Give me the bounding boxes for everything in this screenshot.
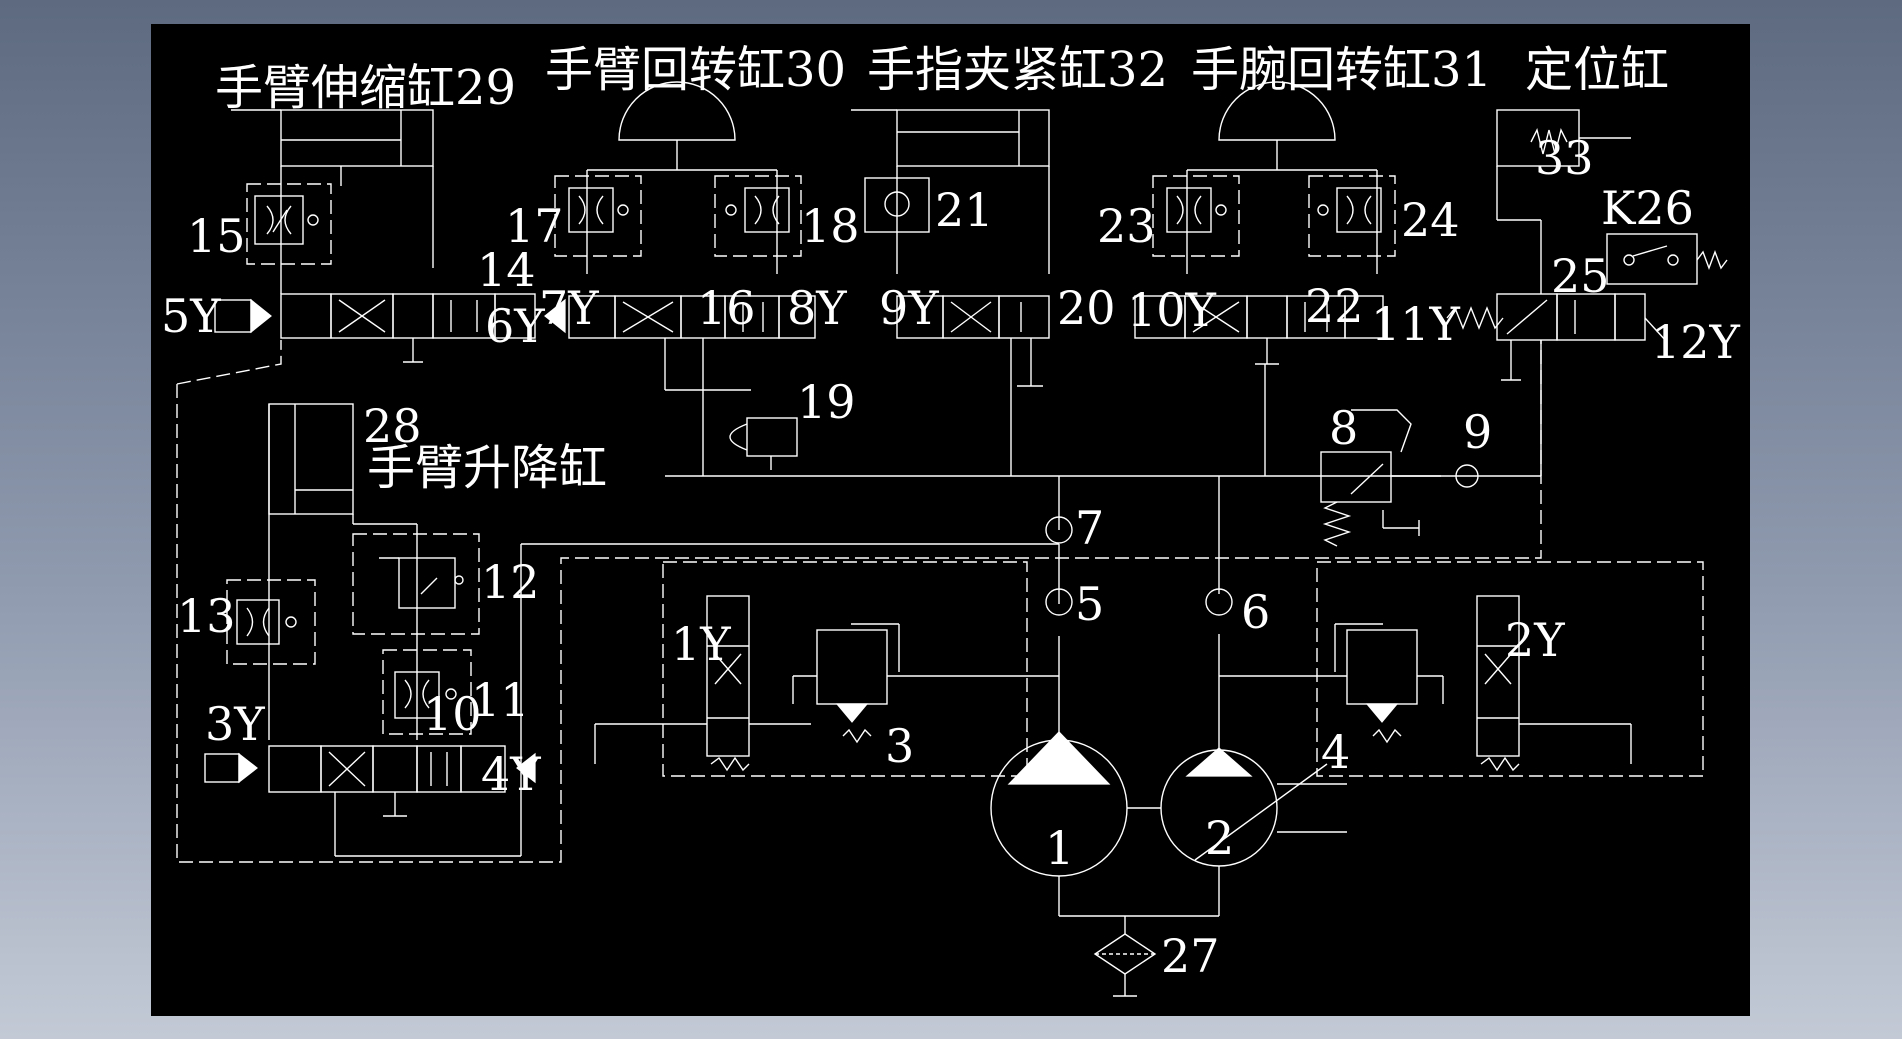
label-9: 9 <box>1463 405 1492 459</box>
label-7: 7 <box>1075 501 1104 555</box>
label-2y: 2Y <box>1505 613 1565 667</box>
label-16: 16 <box>697 281 756 335</box>
flow-valve-15 <box>246 183 332 265</box>
label-3: 3 <box>885 719 914 773</box>
label-13: 13 <box>177 589 236 643</box>
flow-valve-23 <box>1152 175 1240 257</box>
label-k26: K26 <box>1601 181 1694 235</box>
directional-valve-14 <box>214 293 566 363</box>
label-19: 19 <box>797 375 856 429</box>
label-18: 18 <box>801 199 860 253</box>
arm-rotate-cylinder <box>586 81 778 274</box>
flow-valve-17 <box>554 175 642 257</box>
flow-valve-11 <box>382 649 472 735</box>
label-14: 14 <box>477 243 536 297</box>
label-12: 12 <box>481 555 540 609</box>
filter-27 <box>1058 866 1220 997</box>
label-28: 28 <box>363 399 422 453</box>
unload-valve-1y <box>594 561 1028 777</box>
label-3y: 3Y <box>205 697 265 751</box>
label-6: 6 <box>1241 585 1270 639</box>
label-27: 27 <box>1161 929 1220 983</box>
label-6y: 6Y <box>485 299 545 353</box>
label-2: 2 <box>1205 811 1234 865</box>
finger-clamp-cylinder <box>851 109 1050 274</box>
directional-valve-22 <box>1134 295 1384 476</box>
directional-valve-10 <box>204 745 536 817</box>
relief-valve-3 <box>792 623 1059 744</box>
heading-arm-extend-cylinder: 手臂伸缩缸29 <box>215 60 516 116</box>
hydraulic-schematic: 手臂伸缩缸29 手臂回转缸30 手指夹紧缸32 手腕回转缸31 定位缸 手臂升降… <box>151 24 1750 1016</box>
label-25: 25 <box>1551 249 1610 303</box>
label-4y: 4Y <box>481 747 541 801</box>
wrist-rotate-cylinder <box>1186 81 1378 274</box>
heading-arm-lift-cylinder: 手臂升降缸 <box>367 440 607 496</box>
label-21: 21 <box>935 183 994 237</box>
label-1: 1 <box>1045 821 1074 875</box>
label-11: 11 <box>471 673 530 727</box>
label-1y: 1Y <box>671 617 731 671</box>
label-9y: 9Y <box>879 281 939 335</box>
check-valve-6 <box>1205 588 1233 616</box>
label-23: 23 <box>1097 199 1156 253</box>
flow-valve-24 <box>1308 175 1396 257</box>
schematic-drawing: 手臂伸缩缸29 手臂回转缸30 手指夹紧缸32 手腕回转缸31 定位缸 手臂升降… <box>161 42 1741 997</box>
directional-valve-16 <box>568 295 816 476</box>
locate-cylinder-33 <box>1496 109 1631 294</box>
directional-valve-20 <box>896 295 1050 476</box>
relief-valve-12 <box>352 533 480 635</box>
label-17: 17 <box>505 199 564 253</box>
flow-valve-13 <box>226 579 316 665</box>
arm-extend-cylinder <box>231 109 434 294</box>
label-10: 10 <box>423 687 482 741</box>
heading-locate-cylinder: 定位缸 <box>1525 42 1669 98</box>
label-20: 20 <box>1057 281 1116 335</box>
heading-wrist-rotate-cylinder: 手腕回转缸31 <box>1191 42 1492 98</box>
label-10y: 10Y <box>1127 283 1217 337</box>
label-22: 22 <box>1305 279 1364 333</box>
relief-valve-4 <box>1219 561 1704 777</box>
unload-valve-2y <box>1476 595 1632 772</box>
pump-2 <box>1160 747 1347 867</box>
label-5: 5 <box>1075 577 1104 631</box>
check-valve-7 <box>1045 516 1073 544</box>
label-15: 15 <box>187 209 246 263</box>
label-8: 8 <box>1329 401 1358 455</box>
label-5y: 5Y <box>161 289 221 343</box>
check-valve-5 <box>1045 588 1073 616</box>
heading-arm-rotate-cylinder: 手臂回转缸30 <box>545 42 846 98</box>
label-8y: 8Y <box>787 281 847 335</box>
pressure-switch-k26 <box>1606 233 1728 285</box>
arm-lift-cylinder-28 <box>268 403 418 740</box>
label-4: 4 <box>1321 725 1350 779</box>
heading-finger-clamp-cylinder: 手指夹紧缸32 <box>867 42 1168 98</box>
pressure-lines <box>521 475 1541 754</box>
label-7y: 7Y <box>539 281 599 335</box>
label-33: 33 <box>1535 131 1594 185</box>
label-12y: 12Y <box>1651 315 1741 369</box>
flow-valve-18 <box>714 175 802 257</box>
label-11y: 11Y <box>1371 297 1461 351</box>
check-valve-21 <box>864 177 930 233</box>
label-24: 24 <box>1401 193 1460 247</box>
valve-19 <box>729 417 798 470</box>
